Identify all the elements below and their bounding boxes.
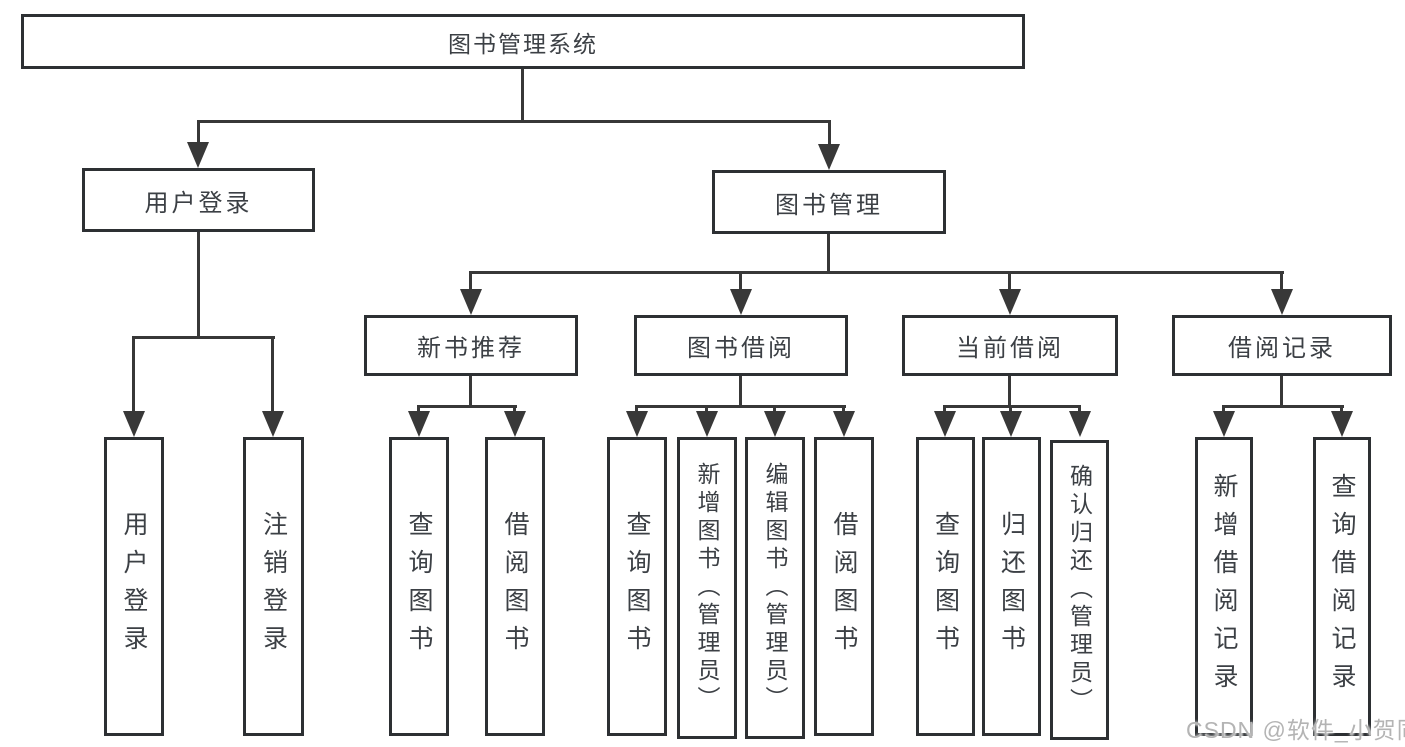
arrow-down-icon <box>262 411 284 437</box>
leaf-edit-books-admin: 编辑图书（管理员） <box>745 437 805 739</box>
leaf-return-books: 归还图书 <box>982 437 1041 736</box>
connector-stem <box>132 338 135 413</box>
leaf-add-borrow-record: 新增借阅记录 <box>1195 437 1253 736</box>
leaf-label: 查询图书 <box>623 510 651 663</box>
connector-group-drop <box>469 376 472 407</box>
leaf-label: 查询借阅记录 <box>1328 472 1356 701</box>
leaf-label: 借阅图书 <box>501 510 529 663</box>
connector-group-rail <box>635 405 846 408</box>
node-borrow-records: 借阅记录 <box>1172 315 1392 376</box>
leaf-query-books-borrowing: 查询图书 <box>607 437 667 736</box>
arrow-down-icon <box>504 411 526 437</box>
node-label: 图书借阅 <box>687 335 795 362</box>
leaf-query-books-recommend: 查询图书 <box>389 437 449 736</box>
arrow-down-icon <box>818 144 840 170</box>
connector-group-rail <box>943 405 1081 408</box>
node-user-login: 用户登录 <box>82 168 315 232</box>
connector-stem <box>773 407 776 413</box>
connector-stem <box>635 407 638 413</box>
leaf-label: 借阅图书 <box>830 510 858 663</box>
connector-stem <box>1078 407 1081 413</box>
leaf-borrow-books: 借阅图书 <box>814 437 874 736</box>
connector-stem <box>417 407 420 413</box>
connector-stem <box>271 338 274 413</box>
arrow-down-icon <box>1213 411 1235 437</box>
leaf-label: 确认归还（管理员） <box>1066 464 1093 716</box>
arrow-down-icon <box>1331 411 1353 437</box>
connector-group-drop <box>1280 376 1283 407</box>
connector-stem <box>469 273 472 291</box>
leaf-confirm-return-admin: 确认归还（管理员） <box>1050 440 1109 740</box>
leaf-label: 新增借阅记录 <box>1210 472 1238 701</box>
leaf-borrow-books-recommend: 借阅图书 <box>485 437 545 736</box>
connector-group-rail <box>1222 405 1344 408</box>
arrow-down-icon <box>999 289 1021 315</box>
connector-stem <box>197 122 200 144</box>
arrow-down-icon <box>934 411 956 437</box>
csdn-watermark: CSDN @软件_小贺同学 <box>1186 717 1405 743</box>
connector-stem <box>1008 273 1011 291</box>
node-label: 借阅记录 <box>1228 335 1336 362</box>
leaf-label: 归还图书 <box>997 510 1026 663</box>
connector-group-drop <box>1008 376 1011 407</box>
connector-stem <box>705 407 708 413</box>
leaf-label: 新增图书（管理员） <box>694 462 720 714</box>
leaf-label: 编辑图书（管理员） <box>762 462 788 714</box>
connector-stem <box>1280 273 1283 291</box>
arrow-down-icon <box>1271 289 1293 315</box>
node-new-book-recommend: 新书推荐 <box>364 315 578 376</box>
connector-level2-rail <box>197 120 831 123</box>
leaf-query-books-current: 查询图书 <box>916 437 975 736</box>
connector-group-drop <box>739 376 742 407</box>
leaf-label: 查询图书 <box>405 510 433 663</box>
node-library-management-system: 图书管理系统 <box>21 14 1025 69</box>
connector-bookmgmt-drop <box>827 234 830 273</box>
leaf-user-login: 用户登录 <box>104 437 164 736</box>
connector-stem <box>1009 407 1012 413</box>
node-label: 用户登录 <box>144 189 253 217</box>
connector-stem <box>828 122 831 146</box>
connector-userlogin-rail <box>132 336 275 339</box>
connector-level3-rail <box>469 271 1284 274</box>
node-label: 图书管理系统 <box>448 30 598 57</box>
connector-stem <box>1340 407 1343 413</box>
connector-root-drop <box>521 69 524 122</box>
arrow-down-icon <box>1069 411 1091 437</box>
connector-group-rail <box>417 405 517 408</box>
connector-stem <box>842 407 845 413</box>
leaf-logout: 注销登录 <box>243 437 304 736</box>
node-book-management: 图书管理 <box>712 170 946 234</box>
connector-stem <box>739 273 742 291</box>
leaf-query-borrow-record: 查询借阅记录 <box>1313 437 1371 736</box>
node-label: 新书推荐 <box>417 335 525 362</box>
leaf-label: 查询图书 <box>931 510 960 663</box>
leaf-label: 用户登录 <box>120 510 148 663</box>
leaf-add-books-admin: 新增图书（管理员） <box>677 437 737 739</box>
leaf-label: 注销登录 <box>259 510 288 663</box>
arrow-down-icon <box>408 411 430 437</box>
connector-userlogin-drop <box>197 232 200 338</box>
arrow-down-icon <box>187 142 209 168</box>
node-label: 图书管理 <box>775 191 883 219</box>
arrow-down-icon <box>833 411 855 437</box>
arrow-down-icon <box>730 289 752 315</box>
arrow-down-icon <box>696 411 718 437</box>
arrow-down-icon <box>123 411 145 437</box>
arrow-down-icon <box>764 411 786 437</box>
arrow-down-icon <box>1000 411 1022 437</box>
arrow-down-icon <box>626 411 648 437</box>
arrow-down-icon <box>460 289 482 315</box>
connector-stem <box>513 407 516 413</box>
node-current-borrowing: 当前借阅 <box>902 315 1118 376</box>
connector-stem <box>943 407 946 413</box>
node-label: 当前借阅 <box>956 335 1064 362</box>
node-book-borrowing: 图书借阅 <box>634 315 848 376</box>
connector-stem <box>1222 407 1225 413</box>
